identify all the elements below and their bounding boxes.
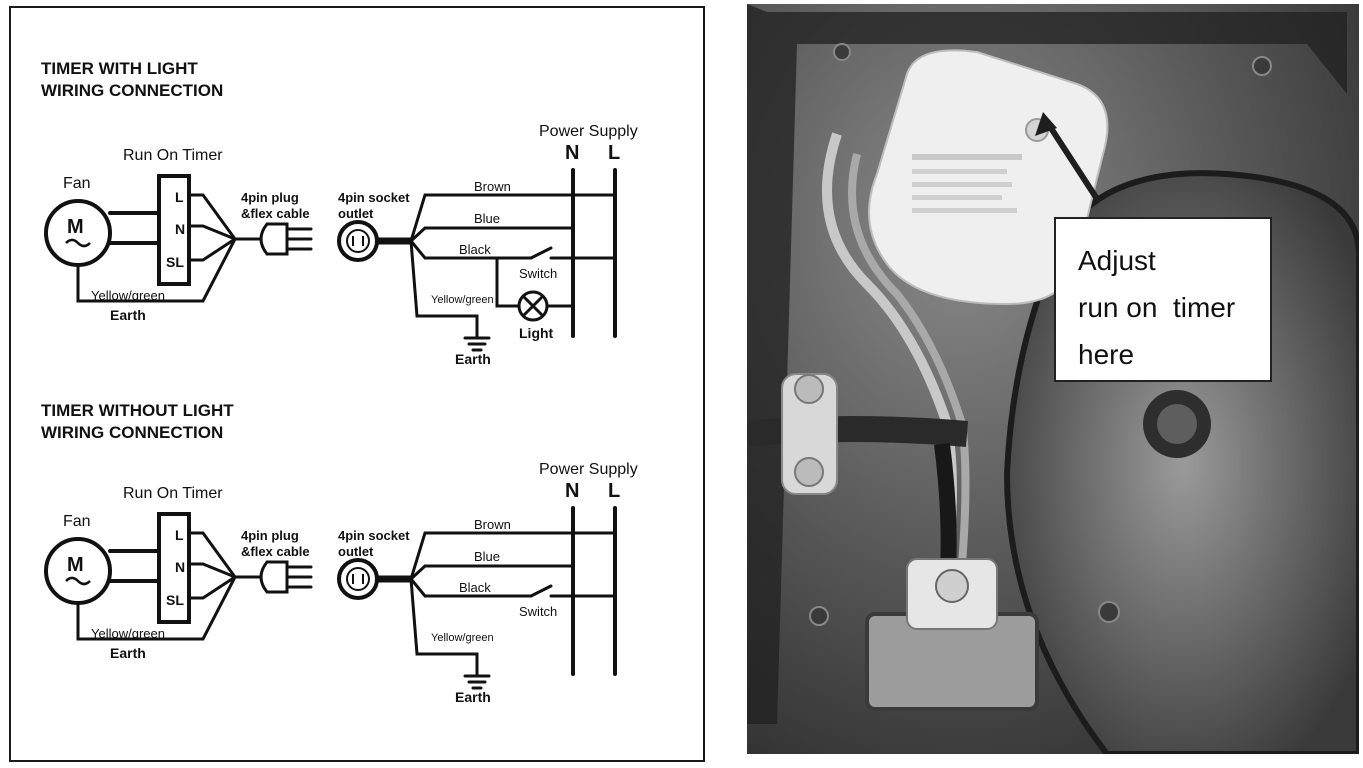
diagram2-title-line1: TIMER WITHOUT LIGHT — [41, 401, 234, 420]
motor-symbol: M — [67, 216, 84, 238]
plug-label-line2: &flex cable — [241, 544, 310, 559]
fan-earth-label: Earth — [110, 645, 146, 661]
diagram-without-light: TIMER WITHOUT LIGHT WIRING CONNECTION Fa… — [41, 401, 638, 705]
plug-label-line1: 4pin plug — [241, 190, 299, 205]
socket-outlet-icon — [337, 220, 379, 262]
terminal-SL: SL — [166, 592, 184, 608]
wiring-diagrams-svg: TIMER WITH LIGHT WIRING CONNECTION Fan R… — [41, 59, 638, 705]
fan-motor-icon: M — [44, 537, 112, 605]
power-supply-label: Power Supply — [539, 123, 638, 140]
wire-black-label: Black — [459, 580, 491, 595]
adjust-timer-callout: Adjust run on timer here — [1054, 217, 1272, 382]
socket-earth-label: Earth — [455, 351, 491, 367]
diagram1-title-line1: TIMER WITH LIGHT — [41, 59, 198, 78]
timer-label: Run On Timer — [123, 485, 223, 502]
switch-label: Switch — [519, 604, 557, 619]
wire-brown-label: Brown — [474, 179, 511, 194]
light-bulb-icon — [517, 290, 549, 322]
timer-box — [157, 174, 191, 286]
socket-yellow-green-label: Yellow/green — [431, 632, 494, 644]
callout-line2: run on timer — [1078, 292, 1236, 323]
neutral-label: N — [565, 480, 579, 502]
wire-black-label: Black — [459, 242, 491, 257]
callout-line1: Adjust — [1078, 245, 1156, 276]
fan-yellow-green-label: Yellow/green — [91, 626, 165, 641]
wire-blue-label: Blue — [474, 211, 500, 226]
arrow-icon — [1044, 120, 1102, 204]
neutral-label: N — [565, 142, 579, 164]
light-label: Light — [519, 325, 554, 341]
earth-icon — [463, 674, 491, 690]
socket-label-line1: 4pin socket — [338, 528, 410, 543]
socket-label-line2: outlet — [338, 206, 374, 221]
terminal-L: L — [175, 527, 184, 543]
wiring-diagram-panel: TIMER WITH LIGHT WIRING CONNECTION Fan R… — [9, 6, 705, 762]
plug-label-line1: 4pin plug — [241, 528, 299, 543]
fan-label: Fan — [63, 175, 91, 192]
diagram1-title-line2: WIRING CONNECTION — [41, 81, 223, 100]
live-label: L — [608, 480, 620, 502]
socket-earth-label: Earth — [455, 689, 491, 705]
switch-icon — [529, 246, 617, 260]
diagram2-title-line2: WIRING CONNECTION — [41, 423, 223, 442]
socket-label-line2: outlet — [338, 544, 374, 559]
switch-icon — [529, 584, 617, 598]
wire-blue-label: Blue — [474, 549, 500, 564]
timer-box — [157, 512, 191, 624]
switch-label: Switch — [519, 266, 557, 281]
motor-symbol: M — [67, 554, 84, 576]
fan-label: Fan — [63, 513, 91, 530]
fan-motor-icon: M — [44, 199, 112, 267]
terminal-L: L — [175, 189, 184, 205]
socket-yellow-green-label: Yellow/green — [431, 294, 494, 306]
live-label: L — [608, 142, 620, 164]
socket-outlet-icon — [337, 558, 379, 600]
fan-earth-label: Earth — [110, 307, 146, 323]
wire-brown-label: Brown — [474, 517, 511, 532]
fan-yellow-green-label: Yellow/green — [91, 288, 165, 303]
plug-icon — [233, 222, 313, 256]
socket-label-line1: 4pin socket — [338, 190, 410, 205]
callout-line3: here — [1078, 339, 1135, 370]
power-supply-label: Power Supply — [539, 461, 638, 478]
earth-icon — [463, 336, 491, 352]
terminal-N: N — [175, 221, 185, 237]
plug-label-line2: &flex cable — [241, 206, 310, 221]
timer-label: Run On Timer — [123, 147, 223, 164]
plug-icon — [233, 560, 313, 594]
terminal-SL: SL — [166, 254, 184, 270]
diagram-with-light: TIMER WITH LIGHT WIRING CONNECTION Fan R… — [41, 59, 638, 367]
terminal-N: N — [175, 559, 185, 575]
